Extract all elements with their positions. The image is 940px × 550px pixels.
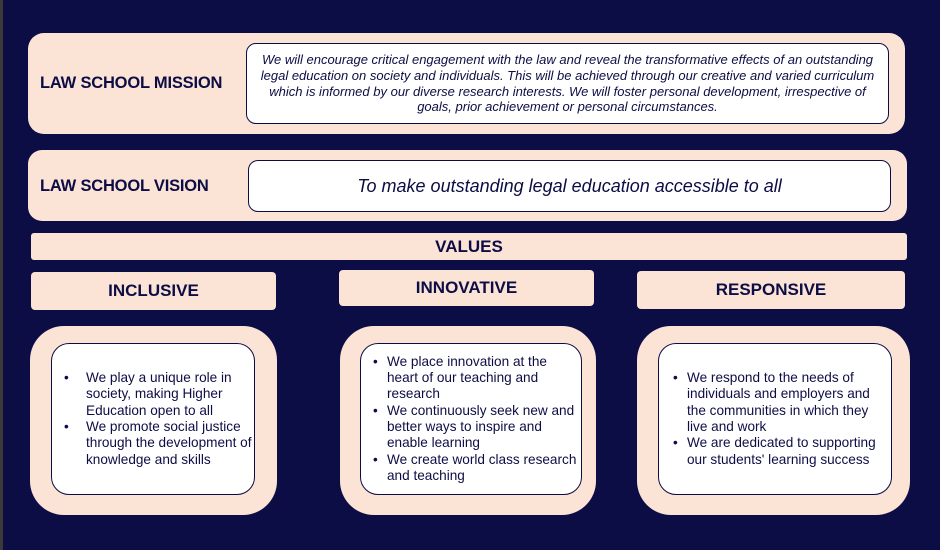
vision-statement-box: To make outstanding legal education acce… xyxy=(248,160,891,212)
innovative-title: INNOVATIVE xyxy=(415,278,518,297)
responsive-bullets: We respond to the needs of individuals a… xyxy=(659,370,891,468)
list-item: We play a unique role in society, making… xyxy=(64,370,254,419)
mission-label: LAW SCHOOL MISSION xyxy=(40,74,223,92)
innovative-header: INNOVATIVE xyxy=(339,270,594,306)
inclusive-bullets: We play a unique role in society, making… xyxy=(52,370,254,468)
inclusive-header: INCLUSIVE xyxy=(31,272,276,310)
innovative-box: We place innovation at the heart of our … xyxy=(360,343,582,495)
responsive-box: We respond to the needs of individuals a… xyxy=(658,343,892,495)
list-item: We place innovation at the heart of our … xyxy=(373,354,581,403)
list-item: We create world class research and teach… xyxy=(373,452,581,485)
mission-statement-box: We will encourage critical engagement wi… xyxy=(246,43,889,124)
responsive-header: RESPONSIVE xyxy=(637,271,905,309)
inclusive-title: INCLUSIVE xyxy=(108,281,199,300)
values-header: VALUES xyxy=(31,233,907,260)
vision-statement-text: To make outstanding legal education acce… xyxy=(357,175,782,196)
inclusive-box: We play a unique role in society, making… xyxy=(51,343,255,495)
list-item: We are dedicated to supporting our stude… xyxy=(673,435,891,468)
responsive-title: RESPONSIVE xyxy=(715,280,827,299)
mission-statement-text: We will encourage critical engagement wi… xyxy=(260,52,875,115)
values-title: VALUES xyxy=(435,236,503,256)
left-edge-border xyxy=(0,0,3,550)
list-item: We continuously seek new and better ways… xyxy=(373,403,581,452)
list-item: We promote social justice through the de… xyxy=(64,419,254,468)
innovative-bullets: We place innovation at the heart of our … xyxy=(361,354,581,484)
vision-label: LAW SCHOOL VISION xyxy=(40,177,209,195)
list-item: We respond to the needs of individuals a… xyxy=(673,370,891,435)
